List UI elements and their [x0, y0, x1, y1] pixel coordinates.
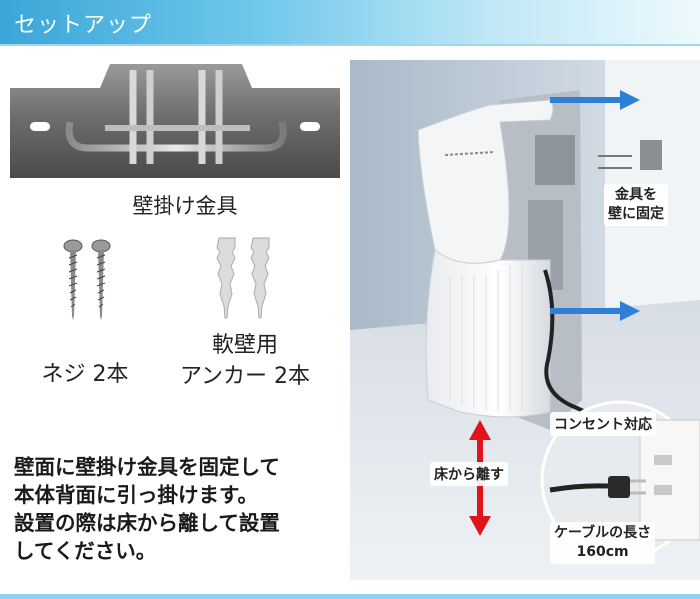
anchor-label-line2: アンカー 2本 — [179, 364, 311, 389]
cable-callout: ケーブルの長さ 160cm — [550, 522, 656, 564]
instruction-line: 壁面に壁掛け金具を固定して — [14, 455, 280, 479]
screw-label: ネジ 2本 — [41, 362, 129, 387]
cable-callout-line2: 160cm — [576, 544, 629, 560]
instruction-line: 本体背面に引っ掛けます。 — [14, 483, 258, 507]
page-title: セットアップ — [14, 13, 153, 38]
floor-callout: 床から離す — [430, 462, 508, 486]
header-bar: セットアップ — [0, 0, 700, 44]
wall-anchor-icon — [216, 237, 270, 319]
bracket-callout: 金具を 壁に固定 — [604, 184, 668, 226]
bracket-label: 壁掛け金具 — [132, 194, 238, 218]
cable-callout-line1: ケーブルの長さ — [554, 525, 652, 541]
bracket-callout-line1: 金具を — [615, 187, 657, 203]
outlet-callout: コンセント対応 — [550, 412, 656, 436]
installation-photo: 金具を 壁に固定 コンセント対応 床から離す ケーブルの長さ 160cm — [350, 60, 700, 580]
instruction-line: 設置の際は床から離して設置 — [14, 511, 280, 535]
hand-dryer-icon — [350, 60, 700, 580]
anchor-label-line1: 軟壁用 — [211, 333, 278, 358]
wall-bracket-icon — [10, 64, 340, 178]
header-divider — [0, 44, 700, 46]
footer-divider — [0, 594, 700, 599]
screw-icon — [63, 239, 111, 320]
power-plug-icon — [608, 476, 630, 498]
instructions: 壁面に壁掛け金具を固定して 本体背面に引っ掛けます。 設置の際は床から離して設置… — [14, 453, 334, 565]
instruction-line: してください。 — [14, 539, 157, 563]
anchor-label: 軟壁用 アンカー 2本 — [160, 330, 330, 392]
bracket-callout-line2: 壁に固定 — [608, 206, 664, 222]
